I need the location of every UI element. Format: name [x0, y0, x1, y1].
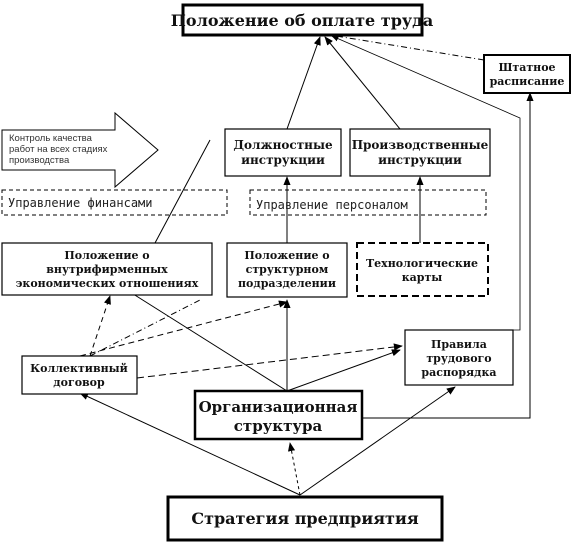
- label-callout-2: работ на всех стадиях: [9, 144, 108, 155]
- arrow-proizvodstvennye-to-oplata: [324, 36, 401, 130]
- label-pravila-2: трудового: [426, 352, 491, 365]
- box-tekhnologicheskie: [356, 242, 489, 297]
- box-kollektivnyi: [21, 355, 138, 395]
- area-frames: [1, 189, 487, 216]
- label-kollektivnyi-2: договор: [53, 376, 105, 389]
- nodes: [1, 3, 571, 542]
- arrow-strategy-to-pravila: [299, 386, 456, 496]
- line-org-to-polozhenie-vnutri: [129, 291, 288, 392]
- box-dolzhnostnye: [224, 128, 342, 177]
- arrow-kollektivnyi-to-vnutri: [89, 295, 111, 357]
- arrow-strategy-to-kollektivnyi: [79, 392, 301, 496]
- area-personal-frame: [249, 189, 487, 216]
- arrow-kollektivnyi-to-struktur: [79, 300, 288, 357]
- label-proizvodstvennye-2: инструкции: [378, 153, 462, 167]
- label-polozhenie-vnutri-1: Положение о: [64, 249, 149, 262]
- label-org-struktura-1: Организационная: [199, 398, 358, 416]
- label-strategiya: Стратегия предприятия: [191, 509, 418, 528]
- box-polozhenie-struktur: [226, 242, 348, 298]
- arrow-strategy-to-org-structure: [287, 442, 301, 496]
- label-shtatnoe-1: Штатное: [498, 61, 555, 74]
- label-pravila-3: распорядка: [421, 366, 496, 379]
- label-callout-3: производства: [9, 155, 70, 166]
- label-polozhenie-struktur-2: структурном: [246, 263, 329, 276]
- label-dolzhnostnye-2: инструкции: [241, 153, 325, 167]
- label-callout-1: Контроль качества: [9, 133, 93, 144]
- arrow-dolzhnostnye-to-oplata: [286, 36, 321, 130]
- box-shtatnoe: [483, 54, 571, 94]
- box-polozhenie-oplata: [181, 3, 424, 37]
- arrow-org-to-pravila: [286, 349, 401, 392]
- label-kollektivnyi-1: Коллективный: [30, 362, 128, 375]
- arrow-org-to-shtatnoe: [362, 92, 534, 419]
- label-polozhenie-vnutri-2: внутрифирменных: [46, 263, 168, 276]
- label-polozhenie-oplata: Положение об оплате труда: [171, 11, 433, 30]
- label-polozhenie-vnutri-3: экономических отношениях: [16, 277, 199, 290]
- area-labels: Управление финансами Управление персонал…: [8, 196, 408, 212]
- line-vnutri-to-callout: [154, 139, 211, 244]
- box-polozhenie-vnutri: [1, 242, 213, 296]
- label-org-struktura-2: структура: [234, 417, 323, 435]
- box-strategiya: [166, 495, 444, 542]
- label-pravila-1: Правила: [431, 338, 487, 351]
- label-shtatnoe-2: расписание: [490, 75, 565, 88]
- label-polozhenie-struktur-1: Положение о: [244, 249, 329, 262]
- link-struktur-to-kollektivnyi: [89, 299, 201, 357]
- link-kollektivnyi-to-pravila: [136, 343, 403, 379]
- box-proizvodstvennye: [349, 128, 491, 177]
- box-pravila: [404, 329, 514, 386]
- label-area-personal: Управление персоналом: [256, 198, 408, 212]
- box-org-struktura: [193, 389, 364, 441]
- area-finansy-frame: [1, 189, 228, 216]
- label-dolzhnostnye-1: Должностные: [233, 138, 333, 152]
- label-proizvodstvennye-1: Производственные: [352, 138, 489, 152]
- arrow-shtatnoe-to-oplata: [329, 32, 485, 61]
- callout-text: Контроль качества работ на всех стадиях …: [9, 133, 108, 166]
- node-labels: Положение об оплате труда Штатное распис…: [16, 11, 565, 528]
- label-tekhnologicheskie-2: карты: [402, 271, 443, 284]
- label-area-finansy: Управление финансами: [8, 196, 153, 210]
- callout-arrow-shape: [1, 111, 159, 189]
- label-tekhnologicheskie-1: Технологические: [366, 257, 478, 270]
- label-polozhenie-struktur-3: подразделении: [238, 277, 336, 290]
